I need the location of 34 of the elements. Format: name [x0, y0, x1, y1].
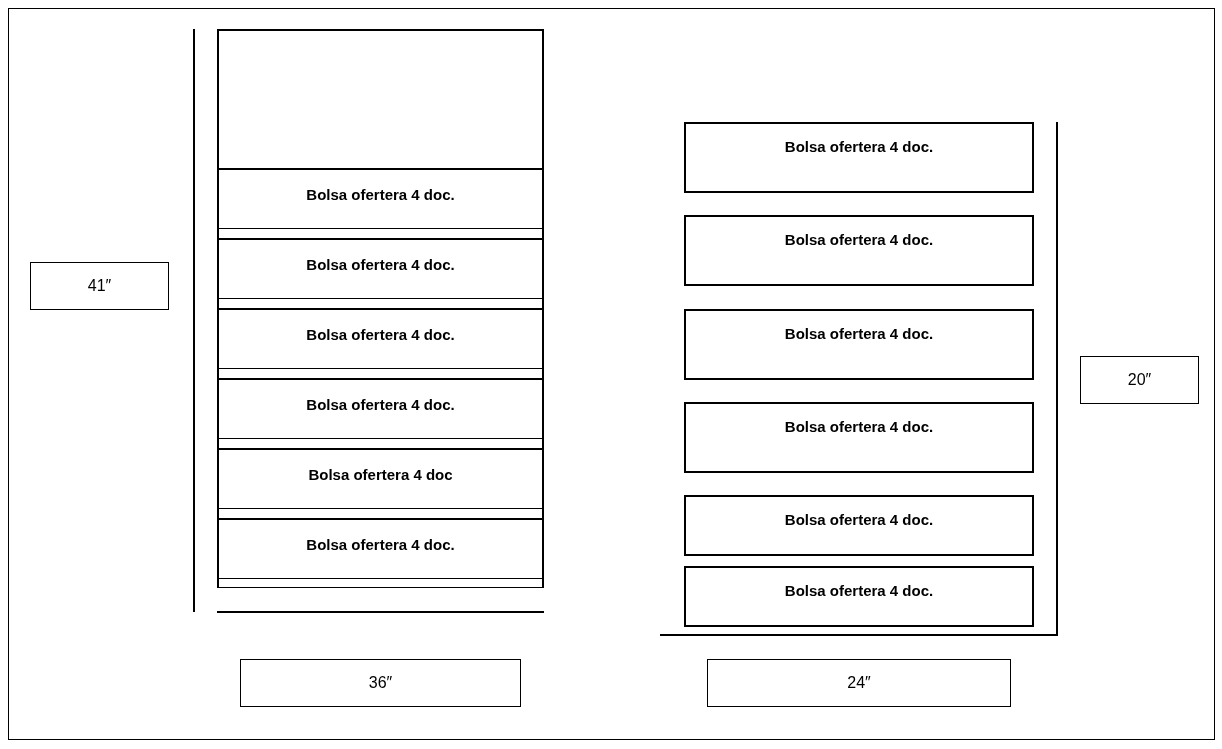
- dimension-box: [1080, 356, 1199, 404]
- dimension-label: 41″: [87, 276, 112, 296]
- dimension-label: 20″: [1127, 370, 1152, 390]
- pocket-label: Bolsa ofertera 4 doc.: [784, 581, 934, 601]
- pocket-label: Bolsa ofertera 4 doc.: [784, 230, 934, 250]
- pocket-box: [217, 518, 544, 580]
- pocket-label: Bolsa ofertera 4 doc.: [784, 137, 934, 157]
- pocket-box: [217, 378, 544, 440]
- pocket-label: Bolsa ofertera 4 doc.: [784, 417, 934, 437]
- dimension-label: 24″: [847, 673, 871, 693]
- pocket-box: [217, 448, 544, 510]
- pocket-box: [217, 168, 544, 230]
- pocket-label: Bolsa ofertera 4 doc.: [306, 534, 455, 555]
- dimension-label: 36″: [368, 673, 393, 693]
- pocket-box: [684, 122, 1034, 193]
- pocket-box: [684, 495, 1034, 556]
- pocket-box: [217, 308, 544, 370]
- pocket-box: [684, 402, 1034, 473]
- pocket-label: Bolsa ofertera 4 doc: [308, 464, 453, 485]
- pocket-box: [217, 238, 544, 300]
- pocket-label: Bolsa ofertera 4 doc.: [306, 184, 455, 205]
- pocket-box: [684, 566, 1034, 627]
- pocket-label: Bolsa ofertera 4 doc.: [784, 510, 934, 530]
- pocket-box: [684, 309, 1034, 380]
- pocket-label: Bolsa ofertera 4 doc.: [306, 394, 455, 415]
- dimension-box: [240, 659, 521, 707]
- dimension-box: [30, 262, 169, 310]
- dimension-box: [707, 659, 1011, 707]
- pocket-label: Bolsa ofertera 4 doc.: [306, 324, 455, 345]
- empty-box: [217, 29, 544, 170]
- divider-strip: [217, 578, 544, 588]
- pocket-box: [684, 215, 1034, 286]
- pocket-label: Bolsa ofertera 4 doc.: [306, 254, 455, 275]
- pocket-label: Bolsa ofertera 4 doc.: [784, 324, 934, 344]
